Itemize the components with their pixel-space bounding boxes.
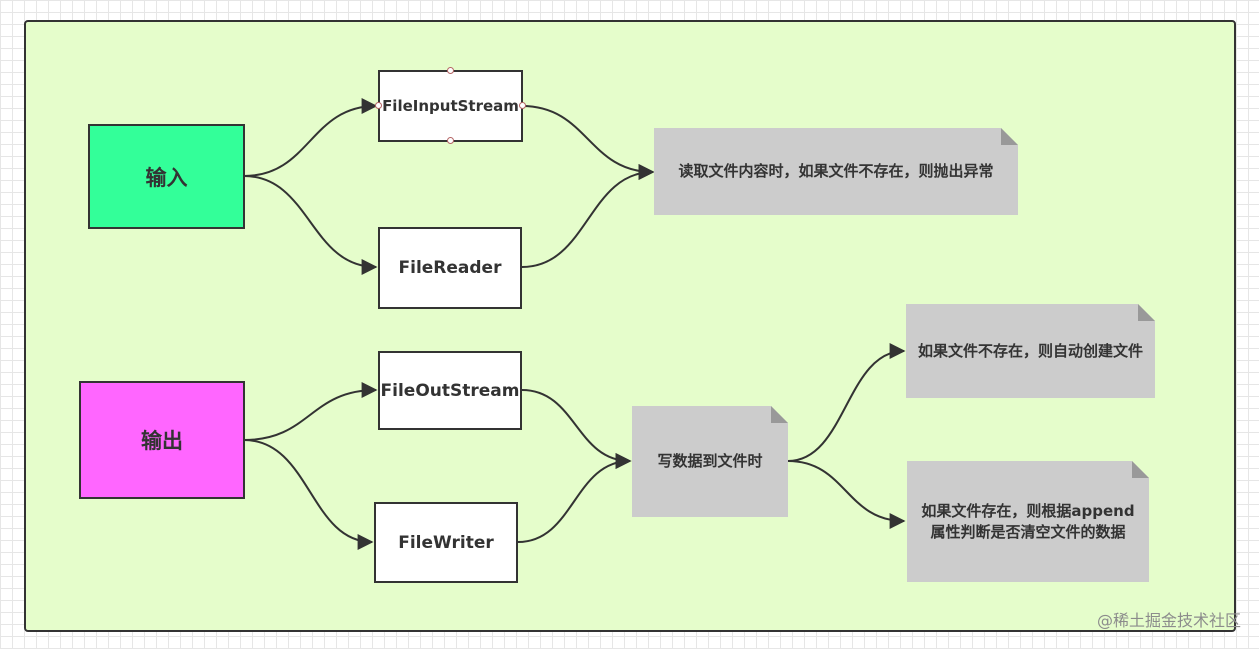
- note-append-line1: 如果文件存在，则根据append: [921, 501, 1135, 520]
- watermark: @稀土掘金技术社区: [1096, 611, 1241, 630]
- filewriter-node[interactable]: FileWriter: [374, 502, 518, 583]
- fileoutstream-label: FileOutStream: [380, 380, 520, 401]
- fileoutstream-node[interactable]: FileOutStream: [378, 351, 522, 430]
- note-auto-create-text: 如果文件不存在，则自动创建文件: [917, 341, 1143, 360]
- input-node[interactable]: 输入: [88, 124, 245, 229]
- filewriter-label: FileWriter: [398, 532, 494, 553]
- filereader-node[interactable]: FileReader: [378, 227, 522, 309]
- edge-output-to-filewriter: [243, 439, 374, 550]
- note-append-line2: 属性判断是否清空文件的数据: [930, 522, 1126, 541]
- note-read-text: 读取文件内容时，如果文件不存在，则抛出异常: [678, 162, 994, 180]
- edge-filereader-to-note: [521, 164, 655, 268]
- selection-handle-top[interactable]: [447, 67, 454, 74]
- edge-input-to-filereader: [243, 175, 378, 275]
- fileinputstream-label: FileInputStream: [382, 97, 519, 115]
- edge-write-note-to-auto-create: [787, 343, 906, 462]
- edge-fileinputstream-to-note: [521, 105, 655, 180]
- selection-handle-right[interactable]: [519, 102, 526, 109]
- edge-input-to-fileinputstream: [243, 98, 378, 177]
- selection-handle-bottom[interactable]: [447, 137, 454, 144]
- note-write-text: 写数据到文件时: [657, 452, 763, 470]
- fileinputstream-node[interactable]: FileInputStream: [378, 70, 523, 142]
- note-auto-create[interactable]: 如果文件不存在，则自动创建文件: [906, 304, 1155, 398]
- edge-filewriter-to-write-note: [517, 453, 632, 543]
- filereader-label: FileReader: [398, 258, 502, 278]
- edge-output-to-fileoutstream: [243, 382, 378, 441]
- note-write-file[interactable]: 写数据到文件时: [632, 406, 788, 517]
- output-node[interactable]: 输出: [79, 381, 245, 499]
- note-append-check[interactable]: 如果文件存在，则根据append 属性判断是否清空文件的数据: [907, 461, 1149, 582]
- edge-write-note-to-append: [787, 460, 906, 529]
- note-read-file-not-exist[interactable]: 读取文件内容时，如果文件不存在，则抛出异常: [654, 128, 1018, 215]
- selection-handle-left[interactable]: [375, 102, 382, 109]
- edge-fileoutstream-to-write-note: [521, 389, 632, 469]
